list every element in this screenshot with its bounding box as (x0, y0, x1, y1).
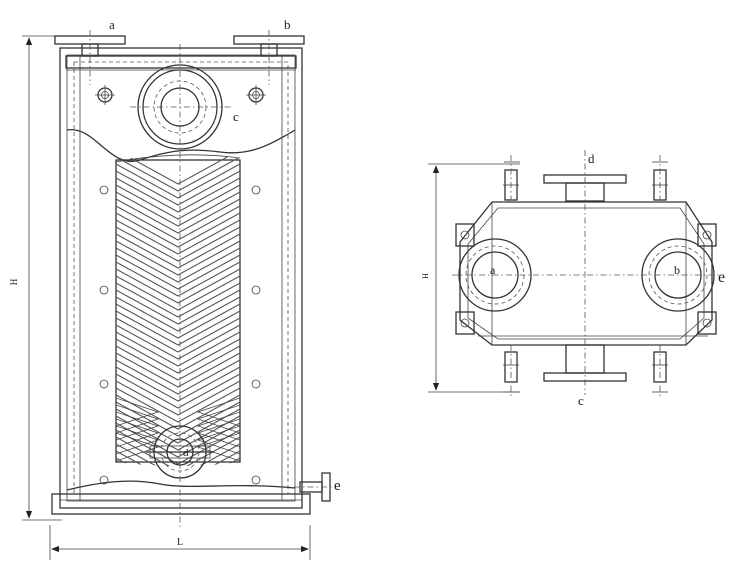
port-c (130, 64, 232, 150)
side-label-d: d (588, 151, 595, 166)
top-left-bolt (95, 85, 115, 105)
front-height-label: H (9, 278, 19, 285)
side-view: H d (421, 150, 725, 408)
guide-holes (99, 185, 261, 485)
front-label-b: b (284, 17, 291, 32)
side-label-b: b (674, 263, 680, 277)
front-label-d: d (183, 447, 189, 459)
front-height-dimension: H (9, 35, 62, 521)
front-label-a: a (109, 17, 115, 32)
nozzle-a (54, 30, 126, 85)
side-label-c: c (578, 393, 584, 408)
top-right-bolt (246, 85, 266, 105)
front-label-e: e (334, 478, 341, 494)
front-width-dimension: L (49, 525, 311, 560)
side-lugs (455, 223, 717, 335)
nozzle-e (294, 472, 336, 502)
plate-pack (115, 154, 241, 466)
side-top-bolts (503, 155, 668, 201)
front-view: H L a b (9, 17, 341, 560)
side-bottom-bolts (502, 345, 668, 396)
front-frame (59, 47, 303, 509)
side-height-label: H (421, 273, 430, 279)
nozzle-b (233, 30, 305, 85)
side-label-a: a (490, 263, 496, 277)
front-width-label: L (177, 537, 183, 548)
side-port-a (458, 238, 532, 312)
side-label-e: e (718, 269, 725, 286)
front-label-c: c (233, 109, 239, 124)
